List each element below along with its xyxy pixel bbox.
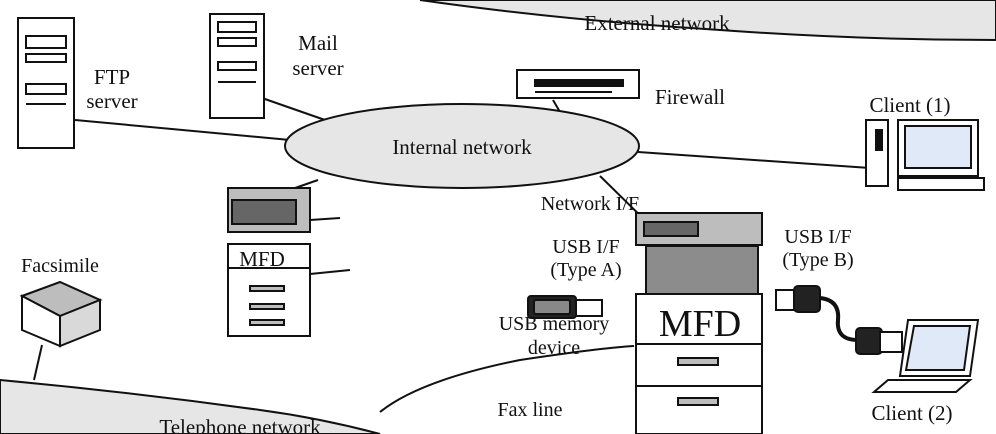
usb-memory-icon (527, 295, 603, 319)
usb-memory-label-line1: USB memory (499, 313, 610, 335)
client1-label: Client (1) (869, 93, 950, 117)
mail-server-label-line1: Mail (298, 31, 338, 55)
mfd-large-icon (635, 212, 763, 434)
usb-if-b-label-line2: (Type B) (782, 249, 853, 271)
fax-line-curve (379, 345, 635, 413)
usb-if-a-label-line1: USB I/F (552, 236, 619, 258)
network-if-label: Network I/F (541, 193, 639, 215)
usb-if-a-label-line2: (Type A) (550, 259, 621, 281)
usb-cable-icon (775, 285, 903, 355)
ftp-server-label-line2: server (86, 89, 137, 113)
internal-network-label: Internal network (392, 135, 532, 159)
facsimile-icon (19, 280, 103, 348)
external-network-area (419, 0, 996, 42)
ftp-server-label-line1: FTP (94, 65, 130, 89)
ftp-server-icon (17, 17, 75, 149)
client1-line (637, 151, 871, 169)
firewall-label: Firewall (655, 85, 725, 109)
internal-network-ellipse (284, 103, 640, 189)
mail-server-label-line2: server (292, 56, 343, 80)
facsimile-label: Facsimile (21, 255, 99, 277)
client2-laptop-icon (871, 319, 980, 393)
mfd-small-icon (227, 187, 351, 337)
mfd-small-label: MFD (239, 247, 285, 271)
ftp-line (74, 119, 291, 141)
telephone-network-area (0, 378, 381, 434)
fax-tel-line (33, 344, 43, 381)
firewall-icon (516, 69, 640, 99)
mail-line (261, 97, 326, 121)
usb-memory-label-line2: device (528, 337, 580, 359)
usb-if-b-label-line1: USB I/F (784, 226, 851, 248)
connection-lines (33, 97, 871, 413)
telephone-network-label: Telephone network (159, 415, 321, 434)
fax-line-label: Fax line (498, 399, 563, 421)
external-network-label: External network (584, 11, 730, 35)
mfd-large-label: MFD (659, 303, 741, 345)
mail-server-icon (209, 13, 265, 119)
client2-label: Client (2) (871, 401, 952, 425)
client1-desktop-icon (865, 119, 985, 191)
